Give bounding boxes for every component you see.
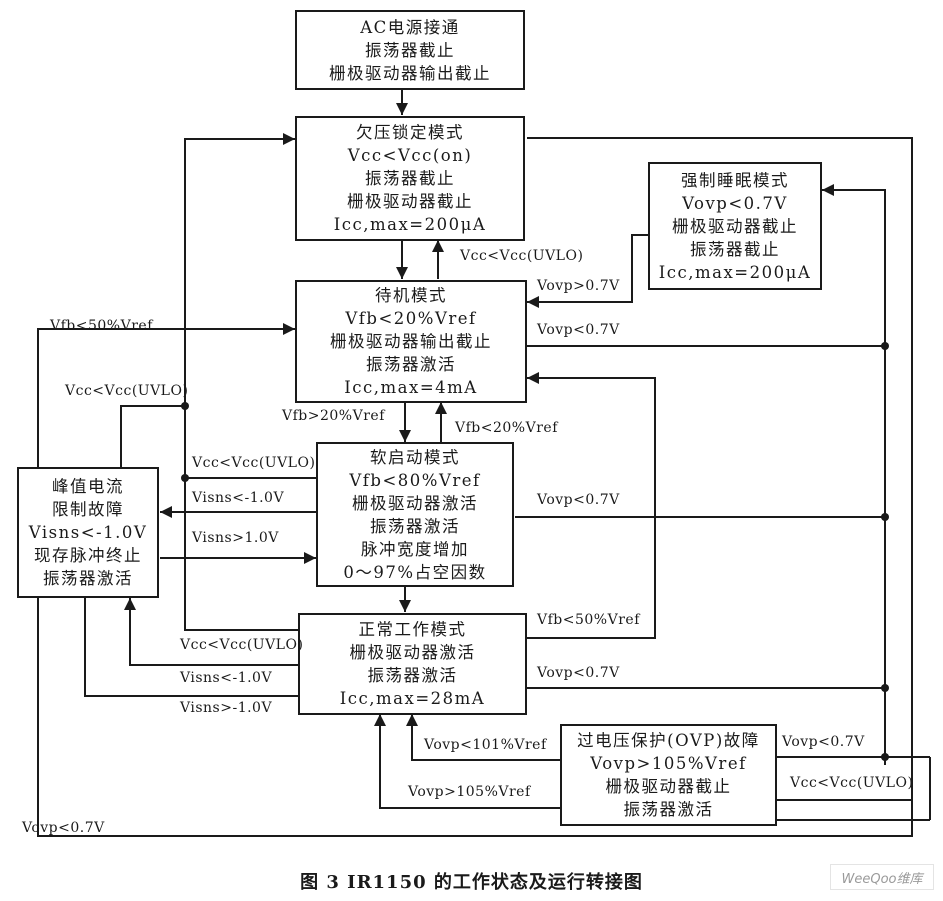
state-line: 栅极驱动器输出截止 [329,63,491,83]
label-soft-vovp: Vovp<0.7V [537,492,620,508]
label-uvlo-vcc: Vcc<Vcc(UVLO) [460,248,584,264]
state-line: 脉冲宽度增加 [361,539,469,559]
label-ovp-vovp: Vovp<0.7V [782,734,865,750]
label-standby-to-soft: Vfb>20%Vref [282,408,385,424]
state-line: Icc,max=200μA [333,215,487,234]
label-normal-vovp: Vovp<0.7V [537,665,620,681]
watermark-logo: WeeQoo维库 [830,864,934,890]
state-line: 振荡器激活 [367,666,458,685]
label-soft-to-peak: Visns<-1.0V [192,490,285,506]
line-normal-to-peak [124,598,298,666]
line-ovp-to-normal-101 [406,714,560,761]
label-normal-vfb50: Vfb<50%Vref [537,612,640,628]
line-right-bus-to-sleep [822,184,886,765]
state-line: Vovp<0.7V [682,193,788,213]
junction-ovp-vovp [881,753,889,761]
state-soft-start-mode: 软启动模式 Vfb<80%Vref 栅极驱动器激活 振荡器激活 脉冲宽度增加 0… [316,442,514,587]
state-peak-current-fault: 峰值电流 限制故障 Visns<-1.0V 现存脉冲终止 振荡器激活 [17,467,159,598]
state-line: 振荡器截止 [365,40,455,60]
state-line: 0～97%占空因数 [343,562,487,582]
state-line: 振荡器激活 [623,800,714,819]
label-bottom-vovp: Vovp<0.7V [22,820,105,836]
label-ovp-101: Vovp<101%Vref [424,737,547,753]
state-line: Vfb<80%Vref [349,470,481,490]
state-line: Vfb<20%Vref [345,309,477,328]
junction-standby-vovp [881,342,889,350]
line-sleep-to-standby [527,234,648,308]
state-line: 正常工作模式 [358,620,467,639]
state-line: 过电压保护(OVP)故障 [577,731,760,750]
state-line: 栅极驱动器截止 [605,777,732,796]
label-normal-vcc-uvlo: Vcc<Vcc(UVLO) [180,637,304,653]
label-standby-vovp: Vovp<0.7V [537,322,620,338]
state-standby-mode: 待机模式 Vfb<20%Vref 栅极驱动器输出截止 振荡器激活 Icc,max… [295,280,527,403]
state-line: 软启动模式 [370,447,460,467]
state-line: Vcc<Vcc(on) [347,146,473,165]
line-left-bus-to-uvlo [184,133,295,620]
label-left-vfb50: Vfb<50%Vref [50,318,153,334]
line-normal-vcc-uvlo [184,620,298,631]
state-sleep-mode: 强制睡眠模式 Vovp<0.7V 栅极驱动器截止 振荡器截止 Icc,max=2… [648,162,822,290]
line-normal-to-standby-vfb50 [527,372,656,639]
state-line: Icc,max=28mA [339,689,486,708]
state-line: 待机模式 [375,286,447,305]
line-ovp-to-normal-105 [374,714,560,809]
label-left-vcc-uvlo: Vcc<Vcc(UVLO) [65,383,189,399]
label-peak-to-soft: Visns>1.0V [192,530,279,546]
label-normal-to-peak: Visns<-1.0V [180,670,273,686]
state-line: Icc,max=200μA [658,262,812,282]
state-ovp-fault: 过电压保护(OVP)故障 Vovp>105%Vref 栅极驱动器截止 振荡器激活 [560,724,777,826]
label-peak-to-normal: Visns>-1.0V [180,700,273,716]
state-line: 振荡器激活 [370,516,460,536]
state-uvlo-mode: 欠压锁定模式 Vcc<Vcc(on) 振荡器截止 栅极驱动器截止 Icc,max… [295,116,525,241]
label-soft-vcc-uvlo: Vcc<Vcc(UVLO) [192,455,316,471]
figure-caption: 图 3 IR1150 的工作状态及运行转接图 [300,872,643,893]
state-line: Visns<-1.0V [28,523,148,542]
state-ac-power-on: AC电源接通 振荡器截止 栅极驱动器输出截止 [295,10,525,90]
line-uvlo-far-right [37,137,913,837]
junction-soft-vovp [881,513,889,521]
state-line: 栅极驱动器输出截止 [330,332,492,351]
state-line: 栅极驱动器激活 [349,643,476,662]
label-ovp-vcc-uvlo: Vcc<Vcc(UVLO) [790,775,914,791]
junction-left-vcc-2 [181,474,189,482]
state-line: 振荡器截止 [690,239,780,259]
label-soft-to-standby: Vfb<20%Vref [455,420,558,436]
label-sleep-vovp-gt: Vovp>0.7V [537,278,620,294]
state-line: 强制睡眠模式 [681,170,789,190]
label-ovp-105: Vovp>105%Vref [408,784,531,800]
junction-left-vcc-1 [181,402,189,410]
state-line: 栅极驱动器截止 [672,216,798,236]
state-line: 振荡器激活 [366,355,456,374]
state-line: 限制故障 [52,500,124,519]
state-line: 现存脉冲终止 [34,546,142,565]
state-line: Vovp>105%Vref [590,754,747,773]
state-line: Icc,max=4mA [344,378,478,397]
line-peak-to-normal [84,598,298,697]
state-line: 振荡器激活 [43,569,133,588]
line-peak-top-vcc [120,405,185,468]
junction-normal-vovp [881,684,889,692]
state-line: 栅极驱动器激活 [352,493,478,513]
state-line: 峰值电流 [52,477,124,496]
state-line: 振荡器截止 [365,169,455,188]
state-line: 欠压锁定模式 [356,123,464,142]
state-normal-mode: 正常工作模式 栅极驱动器激活 振荡器激活 Icc,max=28mA [298,613,527,715]
state-line: AC电源接通 [360,17,460,37]
state-line: 栅极驱动器截止 [347,192,473,211]
